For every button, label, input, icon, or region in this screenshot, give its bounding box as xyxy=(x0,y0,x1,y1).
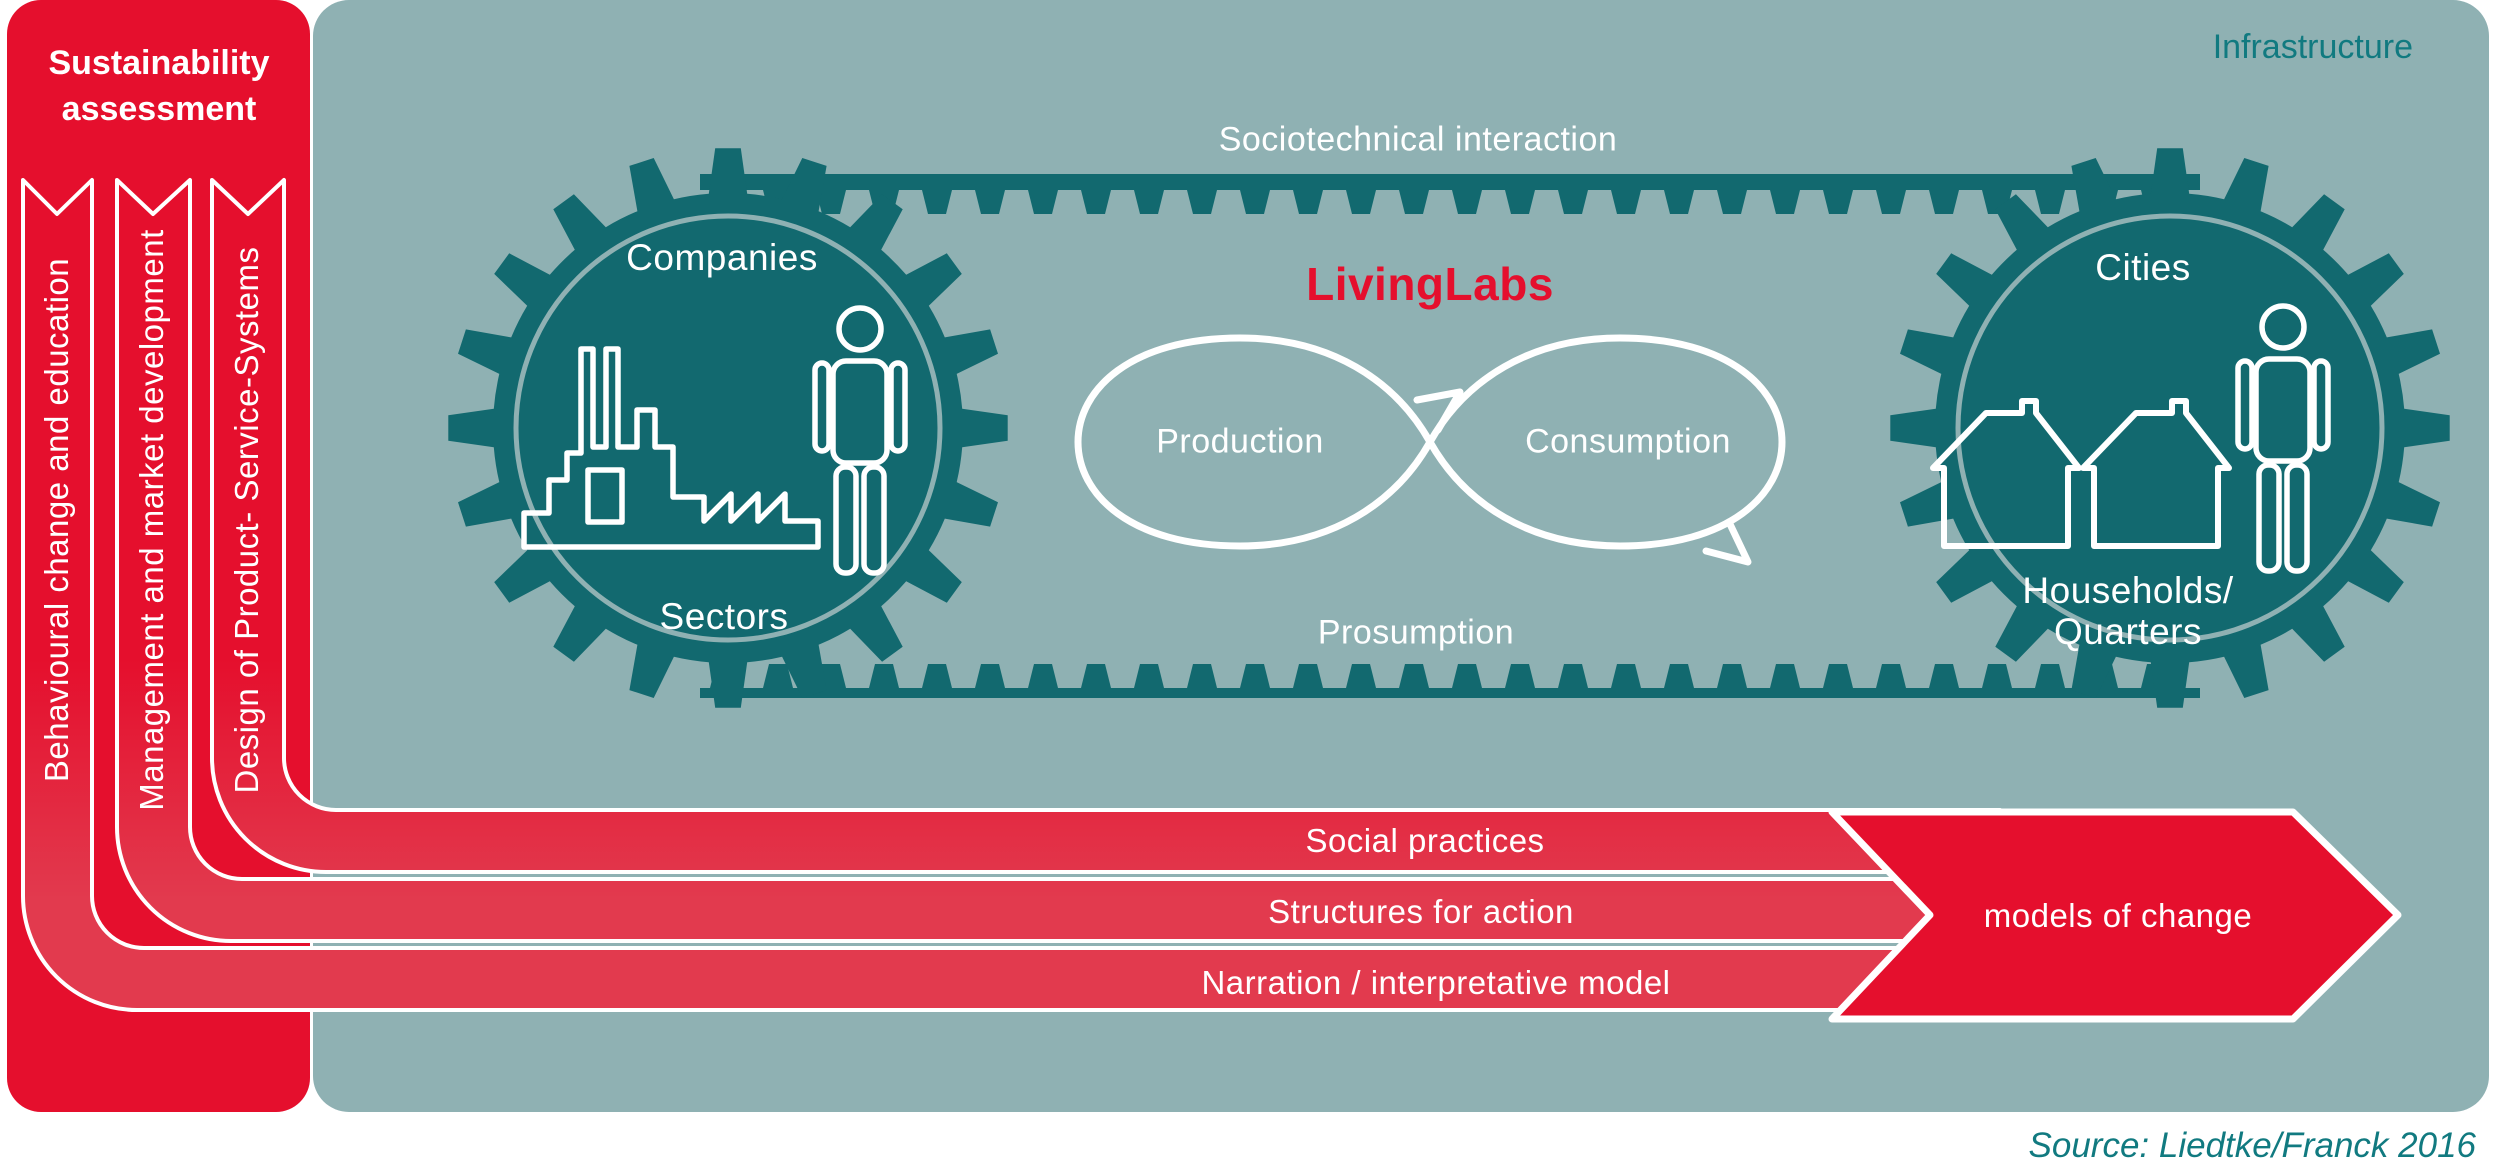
source-citation: Source: Liedtke/Franck 2016 xyxy=(2028,1126,2476,1165)
right-gear xyxy=(1890,148,2450,708)
loop-arrowhead-bottom xyxy=(1702,518,1752,566)
cities-label: Cities xyxy=(2095,247,2191,288)
ribbon-label-design: Design of Product- Service-Systems xyxy=(228,246,265,794)
belt-top xyxy=(700,174,2200,214)
right-gear-inner-ring xyxy=(1955,213,2385,643)
ribbon-behavioural-to-narration-band xyxy=(21,178,2002,1012)
loop-arrowhead-top xyxy=(1413,388,1464,434)
ribbon-band-arrows xyxy=(21,178,2002,1012)
production-consumption-loop xyxy=(1074,334,1786,566)
structures-for-action-label: Structures for action xyxy=(1268,893,1574,930)
ribbon-label-behavioural: Behavioural change and education xyxy=(38,257,75,783)
ribbon-label-management: Management and market development xyxy=(133,229,170,811)
house-icons xyxy=(1930,398,2232,549)
social-practices-label: Social practices xyxy=(1305,822,1545,859)
production-label: Production xyxy=(1156,422,1324,461)
person-icon xyxy=(812,305,908,576)
sociotechnical-interaction-label: Sociotechnical interaction xyxy=(1218,120,1618,159)
sectors-label: Sectors xyxy=(659,596,789,637)
house-icon xyxy=(1930,398,2082,549)
factory-window xyxy=(585,467,625,525)
ribbon-design-to-practices-band xyxy=(210,178,2002,874)
models-of-change-label: models of change xyxy=(1983,897,2253,934)
consumption-label: Consumption xyxy=(1525,422,1731,461)
narration-interpretative-model-label: Narration / interpretative model xyxy=(1201,964,1671,1001)
livinglabs-title: LivingLabs xyxy=(1306,258,1554,310)
households-quarters-label: Households/ Quarters xyxy=(2022,570,2234,652)
infrastructure-label: Infrastructure xyxy=(2212,28,2413,66)
factory-icon xyxy=(521,346,821,550)
companies-label: Companies xyxy=(626,237,818,278)
person-icon xyxy=(2235,303,2331,574)
prosumption-label: Prosumption xyxy=(1317,613,1515,652)
belt-bottom xyxy=(700,664,2200,698)
left-gear-inner-ring xyxy=(513,213,943,643)
ribbon-management-to-structures-band xyxy=(115,178,2002,943)
house-icon xyxy=(2080,398,2232,549)
models-of-change-arrow xyxy=(1828,808,2402,1023)
sustainability-panel-title: Sustainability assessment xyxy=(48,44,270,128)
